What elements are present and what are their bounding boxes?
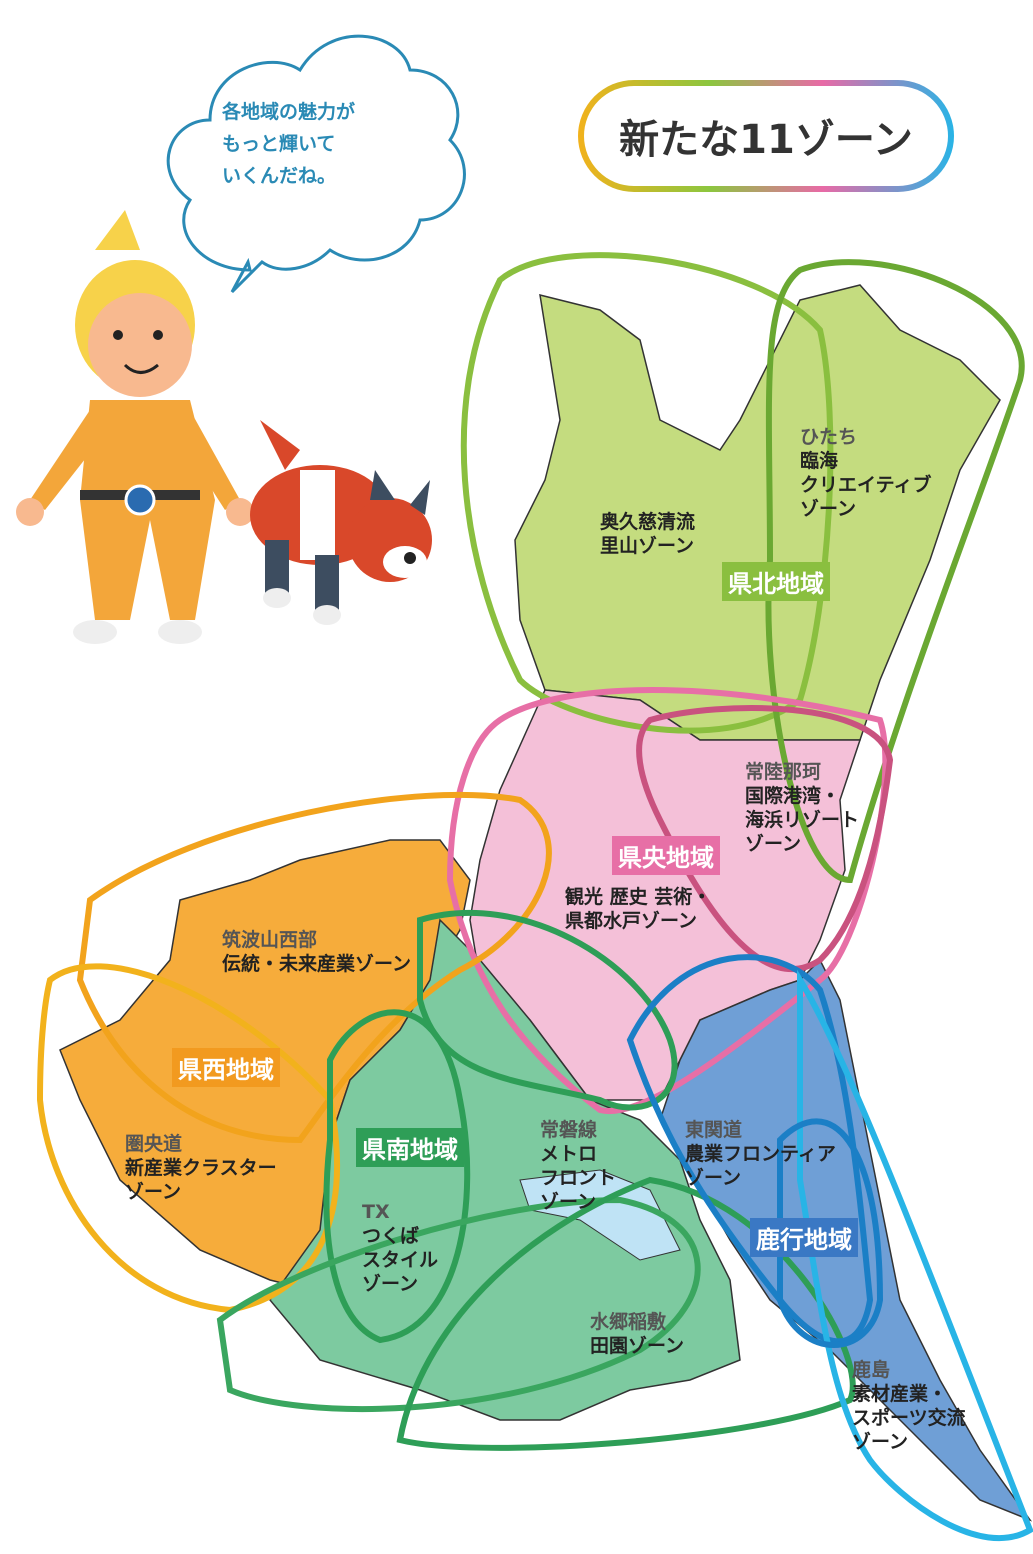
west-outline-2: [36, 963, 340, 1314]
central-outline-2: [636, 705, 894, 972]
zone-kashima: 鹿島 素材産業・ スポーツ交流 ゾーン: [852, 1358, 966, 1454]
west-outline: [76, 791, 552, 1144]
zone-line: 田園ゾーン: [590, 1335, 685, 1357]
zone-tsukuba-west: 筑波山西部 伝統・未来産業ゾーン: [222, 928, 411, 976]
speech-line: いくんだね。: [222, 165, 337, 187]
zone-line: 伝統・未来産業ゾーン: [222, 953, 412, 975]
zone-line: 県都水戸ゾーン: [565, 910, 698, 932]
zone-line: 農業フロンティア: [685, 1143, 836, 1165]
rokko-outline-3: [777, 1118, 884, 1348]
zone-line: 圏央道: [125, 1133, 183, 1155]
rokko-outline: [626, 954, 874, 1345]
dog-character: [250, 420, 432, 625]
zone-line: メトロ: [540, 1143, 598, 1165]
zone-line: スタイル: [362, 1249, 439, 1271]
zone-line: ゾーン: [800, 498, 857, 520]
zone-line: 筑波山西部: [222, 929, 318, 951]
zone-higashikanto: 東関道 農業フロンティア ゾーン: [685, 1118, 836, 1190]
zone-joban: 常磐線 メトロ フロント ゾーン: [540, 1118, 616, 1214]
region-label-rokko: 鹿行地域: [750, 1218, 858, 1257]
speech-bubble: [166, 34, 466, 294]
zone-line: ゾーン: [540, 1191, 597, 1213]
south-outline-3: [216, 1196, 701, 1413]
zone-line: 水郷稲敷: [590, 1311, 667, 1333]
zone-kenodo: 圏央道 新産業クラスター ゾーン: [125, 1132, 277, 1204]
zone-outlines: [36, 252, 1033, 1542]
zone-hitachi: ひたち 臨海 クリエイティブ ゾーン: [800, 425, 931, 521]
zone-line: スポーツ交流: [852, 1407, 966, 1429]
region-label-west: 県西地域: [172, 1048, 280, 1087]
zone-line: ゾーン: [852, 1431, 909, 1453]
zone-line: フロント: [540, 1167, 617, 1189]
region-label-central: 県央地域: [612, 836, 720, 875]
zone-line: 東関道: [685, 1119, 743, 1141]
speech-line: もっと輝いて: [222, 133, 336, 155]
title-pill: 新たな11ゾーン: [578, 80, 954, 192]
zone-line: 里山ゾーン: [600, 535, 695, 557]
zone-line: 臨海: [800, 450, 839, 472]
zone-line: クリエイティブ: [800, 474, 932, 496]
zone-line: ゾーン: [745, 833, 802, 855]
speech-line: 各地域の魅力が: [222, 101, 356, 123]
rokko-outline-2: [797, 969, 1033, 1542]
zone-tx: TX つくば スタイル ゾーン: [362, 1200, 438, 1296]
lake: [519, 1169, 681, 1261]
zone-line: ゾーン: [362, 1273, 419, 1295]
zone-line: ゾーン: [685, 1167, 742, 1189]
zone-line: 常陸那珂: [745, 761, 822, 783]
zone-mito: 観光 歴史 芸術・ 県都水戸ゾーン: [565, 885, 711, 933]
region-label-north: 県北地域: [722, 562, 830, 601]
north-outline: [460, 252, 834, 734]
central-outline: [446, 687, 889, 1115]
zone-line: つくば: [362, 1225, 420, 1247]
zone-line: 観光 歴史 芸術・: [565, 886, 712, 908]
north-region-area: [514, 284, 1001, 741]
speech-text: 各地域の魅力が もっと輝いて いくんだね。: [222, 96, 412, 192]
zone-line: ゾーン: [125, 1181, 182, 1203]
zone-okukuji: 奥久慈清流 里山ゾーン: [600, 510, 695, 558]
zone-line: ひたち: [800, 426, 858, 448]
zone-line: 奥久慈清流: [600, 511, 696, 533]
zone-line: 海浜リゾート: [745, 809, 860, 831]
south-region-area: [269, 918, 741, 1421]
north-outline-2: [765, 259, 1025, 884]
zone-line: 新産業クラスター: [125, 1157, 277, 1179]
zone-line: 常磐線: [540, 1119, 598, 1141]
zone-line: 鹿島: [852, 1359, 891, 1381]
page-title: 新たな11ゾーン: [584, 86, 948, 186]
zone-line: 国際港湾・: [745, 785, 841, 807]
zone-line: 素材産業・: [852, 1383, 948, 1405]
boy-character: [16, 210, 254, 644]
zone-hitachinaka: 常陸那珂 国際港湾・ 海浜リゾート ゾーン: [745, 760, 859, 856]
zone-suigo: 水郷稲敷 田園ゾーン: [590, 1310, 684, 1358]
zone-line: TX: [362, 1201, 390, 1223]
south-outline: [417, 909, 678, 1111]
region-label-south: 県南地域: [356, 1128, 464, 1167]
